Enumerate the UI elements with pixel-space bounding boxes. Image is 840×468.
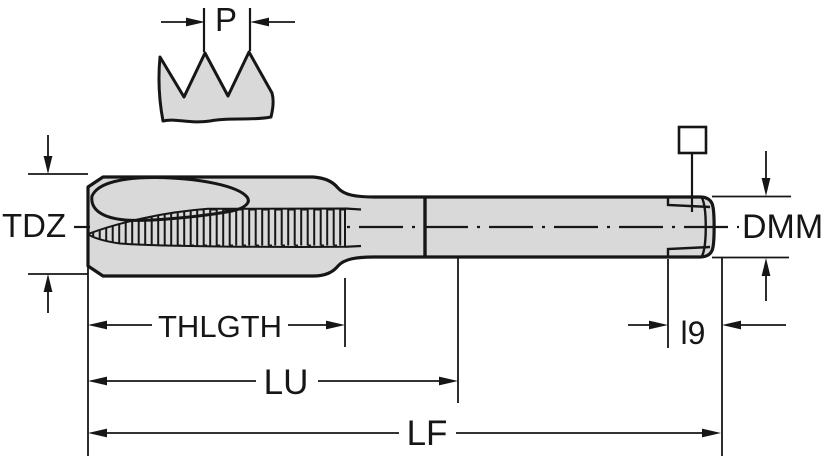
- lf-label: LF: [407, 414, 448, 453]
- end-cap-arc: [700, 197, 707, 257]
- tdz-label: TDZ: [2, 207, 66, 244]
- pitch-arrow-right-head: [250, 17, 269, 27]
- thlgth-label: THLGTH: [158, 309, 282, 344]
- l9-dimension: l9: [628, 315, 786, 351]
- lu-arrow-left-head: [88, 376, 107, 386]
- tdz-dimension: TDZ: [2, 135, 88, 313]
- l9-arrow-left-head: [649, 320, 668, 330]
- lu-arrow-right-head: [439, 376, 458, 386]
- thlgth-dimension: THLGTH: [88, 309, 345, 344]
- l9-label: l9: [681, 315, 706, 351]
- thread-hatch-band: [87, 207, 346, 248]
- thlgth-arrow-right-head: [326, 320, 345, 330]
- thread-profile-shape: [157, 50, 275, 124]
- lf-dimension: LF: [88, 414, 721, 453]
- tap-body: [74, 175, 739, 278]
- lf-arrow-left-head: [88, 428, 107, 438]
- square-drive-icon: [677, 125, 708, 155]
- pitch-label: P: [215, 1, 237, 38]
- square-flat-bottom: [666, 245, 711, 257]
- tdz-arrow-top-head: [43, 156, 53, 174]
- lu-label: LU: [264, 363, 309, 402]
- lf-arrow-right-head: [702, 428, 721, 438]
- lu-dimension: LU: [88, 363, 458, 402]
- tdz-arrow-bottom-head: [43, 274, 53, 292]
- thread-runout-top: [344, 207, 362, 211]
- square-drive-callout: [677, 125, 708, 212]
- pitch-arrow-left-head: [186, 17, 205, 27]
- dmm-label: DMM: [742, 208, 823, 246]
- thread-profile-detail: P: [157, 1, 295, 124]
- thlgth-arrow-left-head: [88, 320, 107, 330]
- dmm-arrow-top-head: [761, 178, 771, 196]
- dmm-dimension: DMM: [712, 151, 823, 301]
- l9-arrow-right-head: [722, 320, 741, 330]
- thread-runout-bottom: [344, 244, 362, 248]
- square-flat-top: [666, 197, 711, 209]
- dmm-arrow-bottom-head: [761, 258, 771, 276]
